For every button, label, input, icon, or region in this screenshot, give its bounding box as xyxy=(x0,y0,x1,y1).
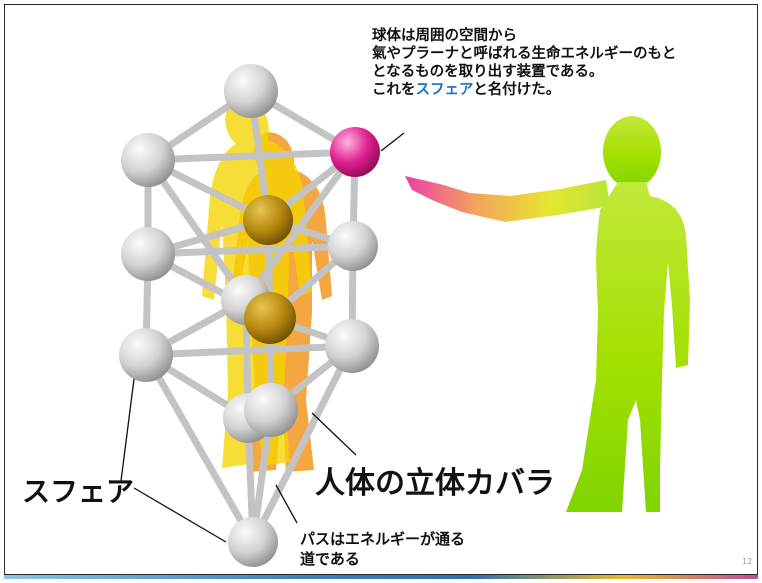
label-path: パスはエネルギーが通る 道である xyxy=(300,529,465,569)
caption-line-3: となるものを取り出す装置である。 xyxy=(372,64,604,80)
caption-line-2: 氣やプラーナと呼ばれる生命エネルギーのもと xyxy=(372,46,677,62)
sphere xyxy=(228,517,278,567)
callout-line-caption xyxy=(380,132,405,152)
callout-line-path xyxy=(275,484,298,524)
callout-lines xyxy=(120,132,405,543)
callout-line-body xyxy=(311,412,357,456)
caption-line-4-before: これを xyxy=(372,82,416,98)
page-number: 12 xyxy=(742,557,753,566)
sphere xyxy=(244,383,298,437)
sphere-magenta xyxy=(330,127,380,177)
label-body-model: 人体の立体カバラ xyxy=(315,466,555,501)
callout-line-sphere-bottom xyxy=(133,487,227,543)
label-sphere: スフェア xyxy=(22,475,135,508)
sphere xyxy=(121,133,175,187)
caption-line-4: これをスフェアと名付けた。 xyxy=(372,81,757,99)
spheres xyxy=(119,64,380,567)
callout-line-sphere-left xyxy=(120,378,135,482)
sphere-in-body xyxy=(243,195,293,245)
sphere xyxy=(224,64,278,118)
caption-line-4-after: と名付けた。 xyxy=(473,82,561,98)
human-head xyxy=(603,116,661,188)
caption-line-1: 球体は周囲の空間から xyxy=(372,28,517,44)
human-body xyxy=(566,182,690,512)
caption-text: 球体は周囲の空間から 氣やプラーナと呼ばれる生命エネルギーのもと となるものを取… xyxy=(372,27,757,99)
pointing-arm xyxy=(405,176,610,222)
footer-color-bar xyxy=(4,575,758,579)
sphere xyxy=(121,227,175,281)
sphere-in-body xyxy=(244,292,296,344)
pointing-human-silhouette xyxy=(405,116,690,512)
sphere xyxy=(325,319,379,373)
label-path-line-2: 道である xyxy=(300,550,360,568)
label-path-line-1: パスはエネルギーが通る xyxy=(300,530,466,548)
caption-highlight-sphere: スフェア xyxy=(415,82,474,98)
sphere xyxy=(328,221,378,271)
slide-frame xyxy=(4,4,758,575)
sphere xyxy=(119,328,173,382)
